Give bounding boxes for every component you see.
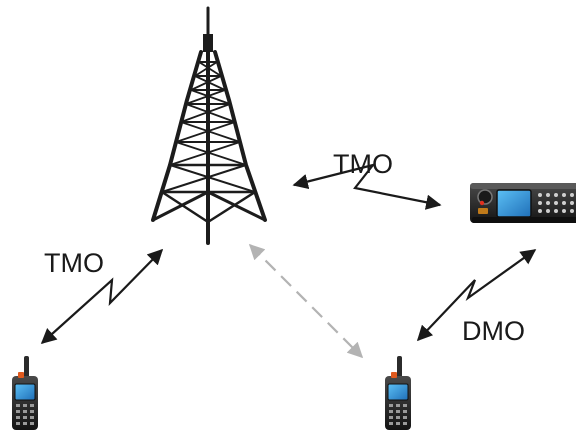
handheld-radio-left-icon bbox=[12, 356, 38, 430]
link-tower-handheld-right-dashed-arrow bbox=[248, 243, 364, 359]
handheld-radio-right-icon bbox=[385, 356, 411, 430]
mobile-radio-icon bbox=[470, 183, 576, 223]
link-tower-mobile-arrow bbox=[292, 163, 442, 210]
link-mobile-handheld-right-arrow bbox=[416, 249, 537, 342]
label-mobile-handheld-right: DMO bbox=[462, 316, 525, 346]
label-tower-handheld-left: TMO bbox=[44, 248, 104, 278]
label-tower-mobile: TMO bbox=[333, 149, 393, 179]
link-tower-handheld-left-arrow bbox=[40, 248, 164, 345]
radio-tower-icon bbox=[151, 6, 267, 245]
